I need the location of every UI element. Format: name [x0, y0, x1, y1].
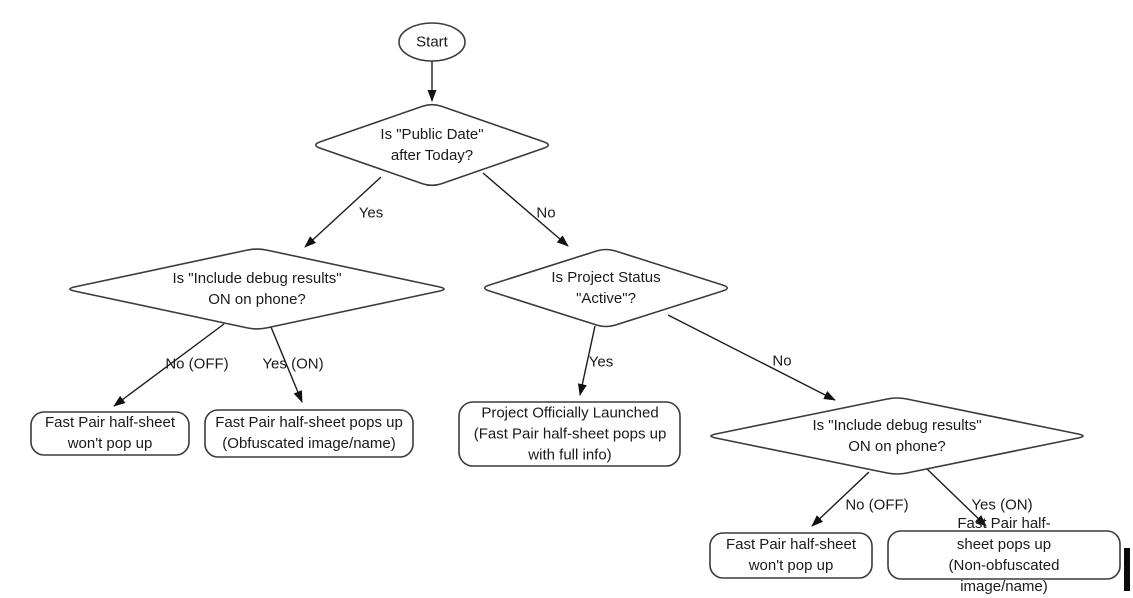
- start-node-shape: [398, 22, 466, 62]
- edge-no-off-to-wont-popup-left: [113, 323, 225, 407]
- edge-yes-to-debug-left: [304, 176, 382, 248]
- edge-yes-on-to-obfuscated: [270, 326, 303, 403]
- box-non-obfuscated-shape: [887, 530, 1121, 580]
- edge-no-off-to-wont-popup-right: [811, 471, 870, 527]
- box-launched-shape: [458, 401, 681, 467]
- edge-no-to-project-status: [482, 172, 569, 247]
- decision-project-status-shape: [483, 248, 729, 328]
- edge-yes-on-to-non-obfuscated: [926, 468, 987, 527]
- edge-no-to-debug-right: [667, 314, 836, 401]
- edge-yes-to-launched: [577, 325, 596, 396]
- decision-debug-left-shape: [69, 248, 445, 330]
- box-wont-popup-right-shape: [709, 532, 873, 579]
- text-cursor-artifact: [1124, 548, 1130, 591]
- box-wont-popup-left-shape: [30, 411, 190, 456]
- decision-public-date-shape: [314, 103, 550, 187]
- box-obfuscated-shape: [204, 409, 414, 458]
- decision-debug-right-shape: [710, 397, 1084, 475]
